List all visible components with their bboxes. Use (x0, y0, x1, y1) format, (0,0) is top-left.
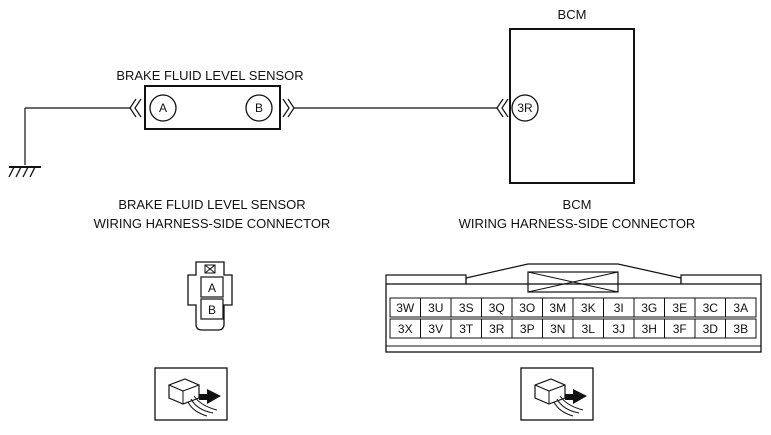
sensor-terminal-a-label: A (159, 101, 167, 115)
bcm-pin-label: 3U (428, 301, 443, 315)
bcm-pin-label: 3F (673, 322, 687, 336)
view-direction-icon (520, 367, 594, 421)
sensor-connector-face (187, 261, 233, 331)
bcm-terminal (511, 94, 539, 122)
bcm-pin-label: 3M (549, 301, 566, 315)
sensor-connector-title-line1: BRAKE FLUID LEVEL SENSOR (118, 197, 305, 212)
ground-icon (8, 166, 41, 178)
bcm-pin-label: 3T (459, 322, 474, 336)
sensor-connector-pin-b: B (208, 303, 216, 317)
bcm-connector-pin-grid: 3W 3U 3S 3Q 3O 3M 3K 3I 3G 3E 3C 3A 3X 3V 3T 3R 3P 3N 3L 3J… (389, 297, 757, 339)
bcm-pin-label: 3L (582, 322, 596, 336)
bcm-pin-label: 3E (672, 301, 687, 315)
bcm-pin-label: 3H (642, 322, 657, 336)
view-direction-icon (154, 367, 228, 421)
sensor-terminal-b (245, 94, 273, 122)
bcm-title: BCM (558, 7, 587, 22)
bcm-pin-label: 3W (396, 301, 415, 315)
bcm-box (509, 28, 635, 184)
bcm-pin-label: 3J (612, 322, 625, 336)
bcm-pin-label: 3P (520, 322, 535, 336)
bcm-pin-cell (725, 318, 757, 339)
bcm-pin-label: 3S (459, 301, 474, 315)
bcm-pin-label: 3A (733, 301, 748, 315)
bcm-pin-label: 3R (489, 322, 505, 336)
bcm-connector-face (385, 263, 762, 353)
sensor-connector-title-line2: WIRING HARNESS-SIDE CONNECTOR (94, 216, 331, 231)
bcm-pin-label: 3V (428, 322, 443, 336)
sensor-title: BRAKE FLUID LEVEL SENSOR (116, 68, 303, 83)
bcm-pin-label: 3B (733, 322, 748, 336)
connector-chevron-icon (129, 98, 142, 118)
bcm-pin-label: 3K (581, 301, 596, 315)
sensor-body (144, 85, 281, 130)
sensor-connector-pin-a: A (208, 281, 216, 295)
bcm-terminal-label: 3R (517, 101, 533, 115)
bcm-connector-title-line1: BCM (563, 197, 592, 212)
bcm-pin-label: 3Q (489, 301, 505, 315)
bcm-pin-label: 3X (398, 322, 413, 336)
sensor-terminal-b-label: B (255, 101, 263, 115)
bcm-pin-label: 3G (641, 301, 657, 315)
sensor-terminal-a (149, 94, 177, 122)
bcm-pin-cell (725, 297, 757, 318)
ground-wire (24, 107, 131, 165)
connector-chevron-icon (496, 98, 509, 118)
bcm-pin-label: 3I (614, 301, 624, 315)
bcm-pin-label: 3O (519, 301, 535, 315)
bcm-pin-label: 3N (550, 322, 565, 336)
bcm-pin-label: 3C (703, 301, 719, 315)
bcm-connector-title-line2: WIRING HARNESS-SIDE CONNECTOR (459, 216, 696, 231)
bcm-pin-label: 3D (703, 322, 719, 336)
connector-chevron-icon (282, 98, 295, 118)
